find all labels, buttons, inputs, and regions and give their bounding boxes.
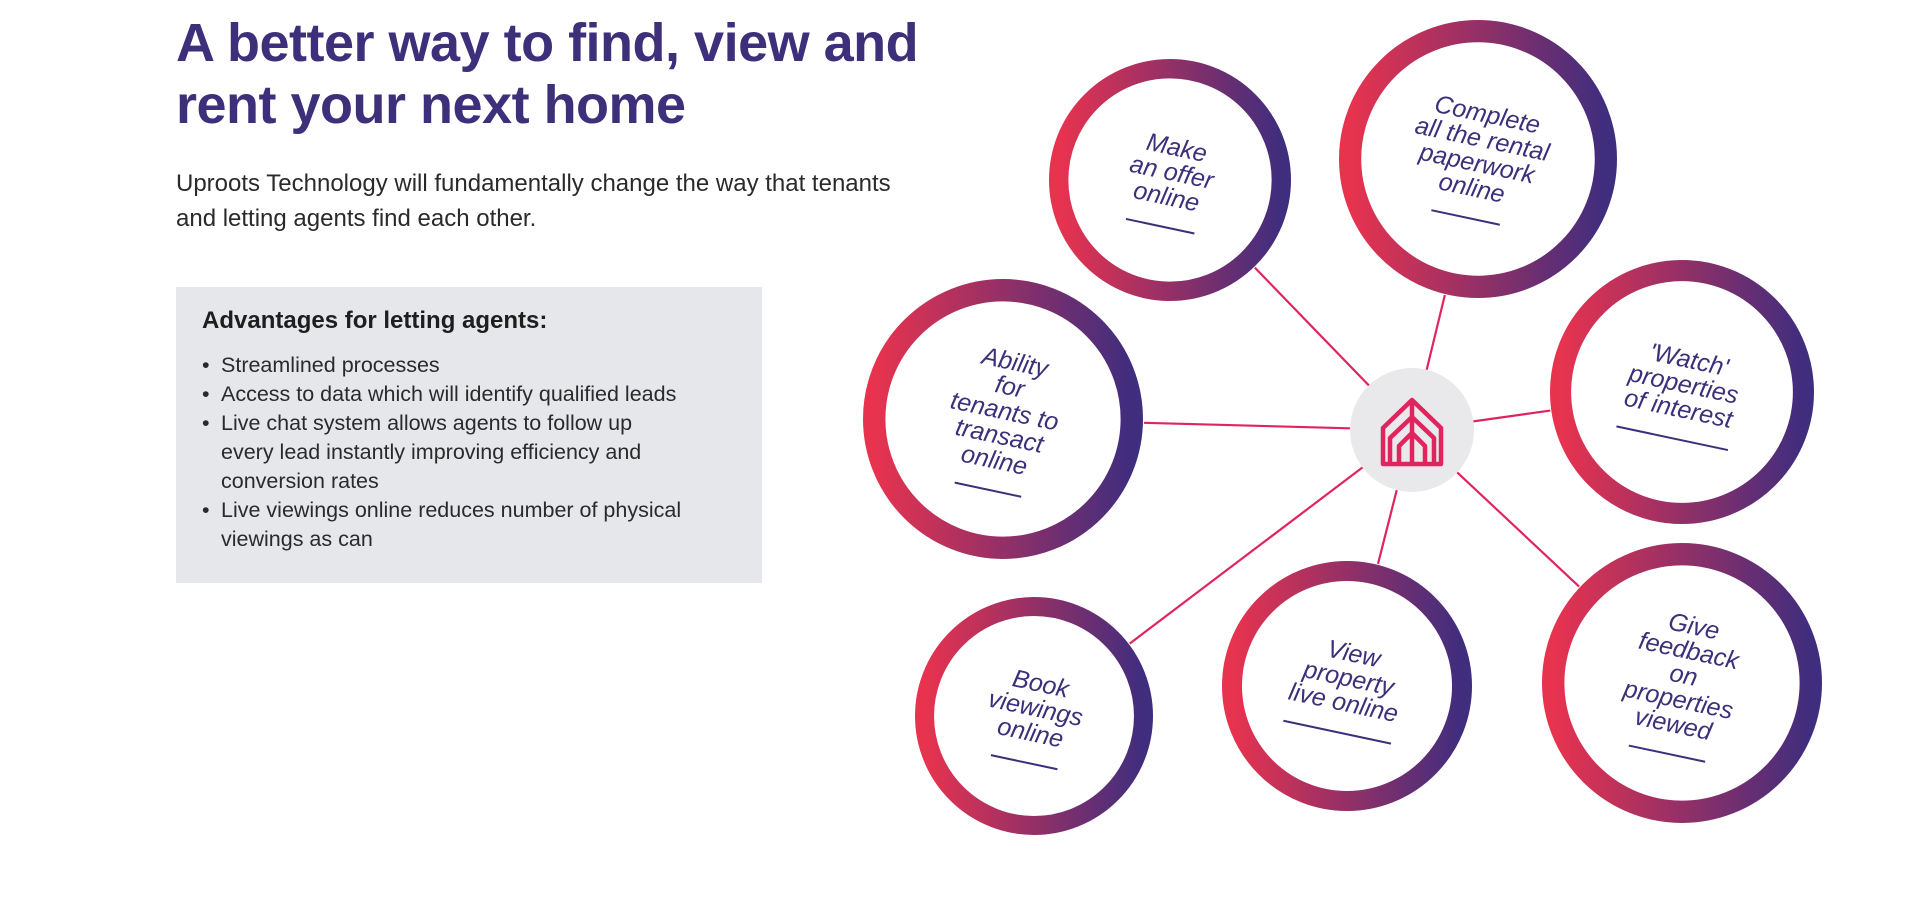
feature-underline	[1283, 719, 1392, 745]
connector-line-tenants-transact	[1143, 421, 1351, 430]
advantage-text: Streamlined processes	[221, 353, 440, 377]
advantage-text: viewings as can	[221, 527, 373, 551]
intro-line-2: and letting agents find each other.	[176, 205, 537, 232]
headline-line-1: A better way to find, view and	[176, 13, 919, 73]
feature-ring	[863, 279, 1144, 560]
advantage-item: Streamlined processes	[202, 351, 736, 380]
feature-ring	[1049, 59, 1292, 301]
feature-underline	[954, 481, 1022, 498]
connector-line-complete-paperwork	[1425, 294, 1446, 371]
connector-line-view-property-live	[1376, 489, 1398, 565]
connector-line-book-viewings	[1129, 466, 1364, 645]
feature-underline	[1125, 217, 1195, 235]
connector-line-make-offer	[1254, 266, 1370, 387]
feature-ring	[1222, 561, 1472, 811]
advantages-list: Streamlined processes Access to data whi…	[202, 351, 736, 554]
advantage-item: Access to data which will identify quali…	[202, 380, 736, 409]
advantage-text: conversion rates	[221, 469, 379, 493]
intro-line-1: Uproots Technology will fundamentally ch…	[176, 170, 891, 197]
feature-ring	[1338, 20, 1617, 298]
advantages-heading: Advantages for letting agents:	[202, 307, 548, 334]
feature-ring	[1541, 543, 1822, 824]
feature-ring	[915, 597, 1154, 836]
advantage-item: Live viewings online reduces number of p…	[202, 496, 736, 554]
feature-underline	[1628, 744, 1706, 763]
advantage-item: Live chat system allows agents to follow…	[202, 409, 736, 496]
advantage-text: Live viewings online reduces number of p…	[221, 498, 682, 522]
advantages-panel: Advantages for letting agents: Streamlin…	[176, 287, 762, 583]
connector-lines	[1129, 266, 1580, 645]
page-headline: A better way to find, view and rent your…	[176, 12, 996, 136]
connector-line-give-feedback	[1456, 471, 1580, 588]
connector-line-watch-properties	[1473, 409, 1551, 423]
advantage-text: Access to data which will identify quali…	[221, 382, 677, 406]
feature-underline	[1431, 209, 1501, 226]
headline-line-2: rent your next home	[176, 75, 686, 135]
feature-label-line: on	[1667, 659, 1700, 692]
advantage-text: every lead instantly improving efficienc…	[221, 440, 642, 464]
center-hub	[1350, 368, 1474, 492]
intro-text: Uproots Technology will fundamentally ch…	[176, 166, 976, 236]
feature-underline	[1616, 425, 1729, 452]
advantage-text: Live chat system allows agents to follow…	[221, 411, 633, 435]
feature-underline	[990, 754, 1058, 771]
feature-ring	[1550, 259, 1815, 525]
uproots-logo-icon	[1380, 397, 1444, 467]
